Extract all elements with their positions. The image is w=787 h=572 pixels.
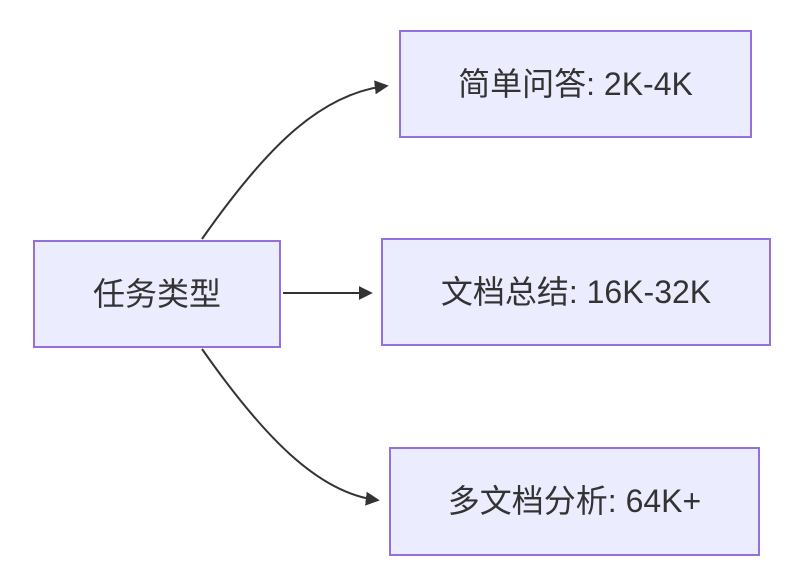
edge-root-to-branch-2	[201, 348, 380, 506]
node-multi-doc-analysis: 多文档分析: 64K+	[389, 447, 760, 556]
node-task-type-label: 任务类型	[92, 275, 221, 312]
node-simple-qa-label: 简单问答: 2K-4K	[458, 65, 693, 102]
node-task-type: 任务类型	[33, 240, 281, 348]
node-doc-summary: 文档总结: 16K-32K	[381, 238, 771, 346]
edge-root-to-branch-0	[201, 80, 389, 240]
node-multi-doc-analysis-label: 多文档分析: 64K+	[447, 483, 702, 520]
node-simple-qa: 简单问答: 2K-4K	[399, 30, 752, 138]
node-doc-summary-label: 文档总结: 16K-32K	[440, 273, 712, 310]
